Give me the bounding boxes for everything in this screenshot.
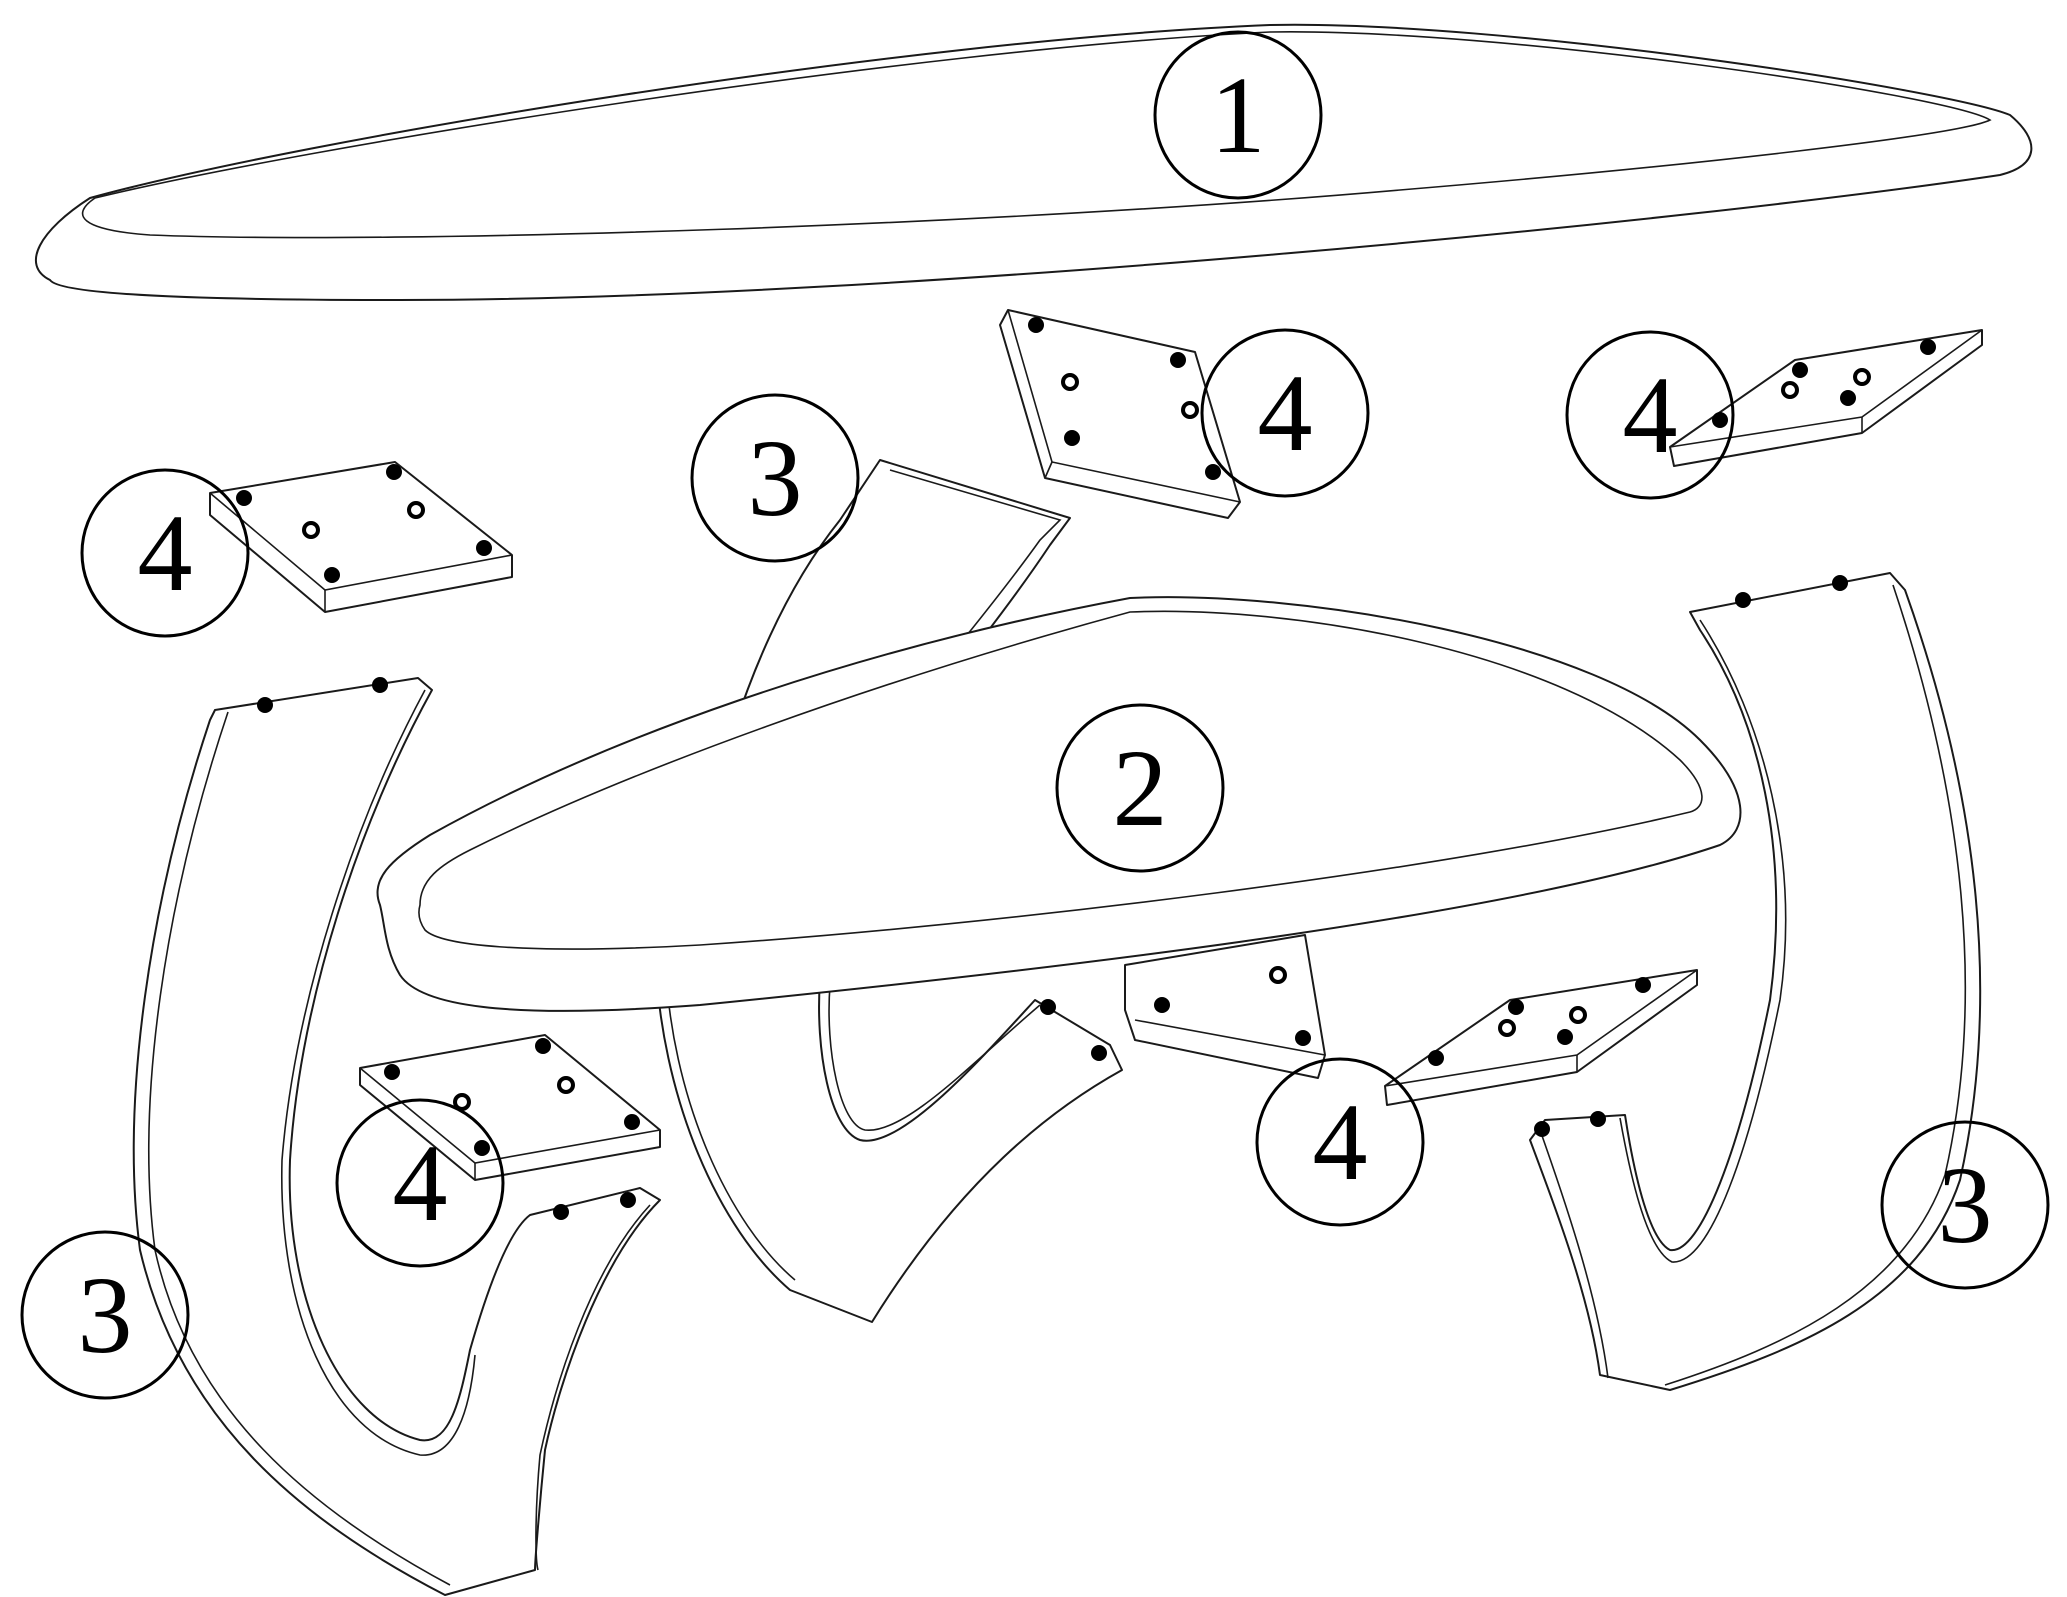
hole (1853, 368, 1871, 386)
mounting-plate-bottom-left (359, 1034, 661, 1181)
callout-label: 3 (748, 417, 803, 539)
hole (1508, 999, 1524, 1015)
hole (453, 1093, 471, 1111)
hole (1792, 362, 1808, 378)
hole (1205, 464, 1221, 480)
callout-4-left: 4 (80, 468, 250, 638)
callout-label: 2 (1113, 727, 1168, 849)
callout-4-top-center: 4 (1200, 328, 1370, 498)
hole (1170, 352, 1186, 368)
hole (407, 501, 425, 519)
hole (1061, 373, 1079, 391)
callout-label: 4 (1258, 352, 1313, 474)
leg-right (1529, 572, 1982, 1391)
callout-1: 1 (1153, 30, 1323, 200)
callout-2: 2 (1055, 703, 1225, 873)
tabletop-upper (34, 23, 2033, 301)
hole (1735, 592, 1751, 608)
callout-3-right: 3 (1880, 1120, 2050, 1290)
callout-label: 4 (393, 1122, 448, 1244)
leg-front-center (654, 949, 1123, 1323)
hole (1569, 1006, 1587, 1024)
callout-4-bottom-right: 4 (1255, 1057, 1425, 1227)
hole (476, 540, 492, 556)
callout-3-left: 3 (20, 1230, 190, 1400)
callout-4-top-right: 4 (1565, 330, 1735, 500)
callout-label: 4 (138, 492, 193, 614)
hole (1091, 1045, 1107, 1061)
hole (1840, 390, 1856, 406)
callout-label: 3 (78, 1254, 133, 1376)
hole (236, 490, 252, 506)
callout-label: 4 (1623, 354, 1678, 476)
hole (302, 521, 320, 539)
hole (1295, 1030, 1311, 1046)
callout-label: 3 (1938, 1144, 1993, 1266)
hole (1534, 1121, 1550, 1137)
mounting-plate-top-right (1669, 329, 1983, 467)
hole (1590, 1111, 1606, 1127)
callout-4-bottom-left: 4 (335, 1098, 505, 1268)
hole (386, 464, 402, 480)
hole (1712, 412, 1728, 428)
callout-label: 4 (1313, 1081, 1368, 1203)
hole (1920, 339, 1936, 355)
hole (1154, 997, 1170, 1013)
hole (1181, 401, 1199, 419)
hole (1635, 977, 1651, 993)
hole (384, 1064, 400, 1080)
hole (557, 1076, 575, 1094)
hole (620, 1192, 636, 1208)
hole (257, 697, 273, 713)
hole (324, 567, 340, 583)
mounting-plate-bottom-center (1124, 934, 1326, 1079)
hole (1557, 1029, 1573, 1045)
hole (1269, 966, 1287, 984)
mounting-plate-bottom-right (1384, 969, 1698, 1106)
callout-label: 1 (1211, 54, 1266, 176)
hole (1064, 430, 1080, 446)
hole (1028, 317, 1044, 333)
hole (372, 677, 388, 693)
hole (624, 1114, 640, 1130)
hole (535, 1038, 551, 1054)
hole (1832, 575, 1848, 591)
hole (1428, 1050, 1444, 1066)
hole (474, 1140, 490, 1156)
callout-3-top: 3 (690, 393, 860, 563)
hole (1040, 999, 1056, 1015)
mounting-plate-top-center (999, 309, 1241, 519)
mounting-plate-left (209, 461, 513, 613)
hole (1781, 381, 1799, 399)
hole (1498, 1019, 1516, 1037)
hole (553, 1204, 569, 1220)
